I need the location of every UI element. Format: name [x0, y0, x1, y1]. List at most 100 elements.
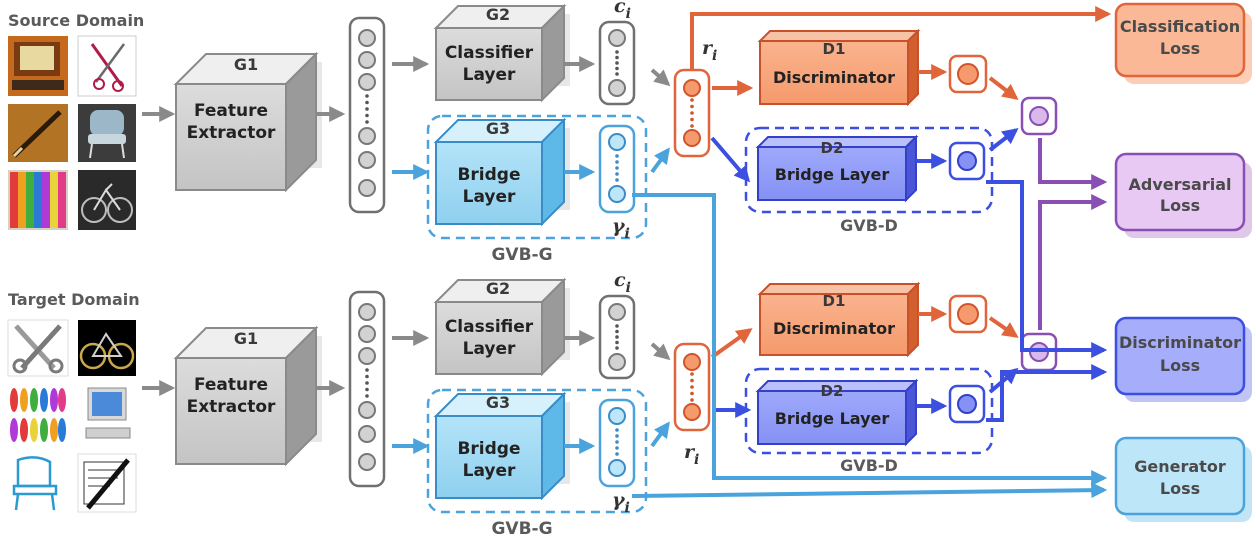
source-monitor-photo	[8, 36, 68, 96]
r-i-target-label: ri	[684, 441, 699, 468]
feature-column-target	[348, 290, 386, 488]
gvb-d-target-label: GVB-D	[840, 456, 898, 475]
gamma-i-target-label: γi	[612, 489, 630, 516]
adversarial-loss-box: Adversarial Loss	[1114, 152, 1252, 238]
d2-target-output	[948, 384, 986, 424]
source-bike-photo	[78, 170, 136, 230]
source-domain-title: Source Domain	[8, 11, 144, 30]
r-i-source-label-sub: i	[712, 48, 717, 64]
gamma-i-target-label-base: γ	[612, 489, 626, 511]
g2-source-block	[433, 3, 570, 103]
g1-source-tag: G1	[234, 55, 258, 74]
d2-source-label: Bridge Layer	[775, 165, 890, 184]
target-image-grid	[7, 319, 137, 513]
discriminator-loss-line1: Discriminator	[1119, 333, 1241, 352]
d1-target-block: D1 Discriminator	[757, 281, 921, 358]
g1-source-line1: Feature	[194, 101, 268, 121]
gvb-g-source-border	[426, 114, 648, 240]
g3-source-line1: Bridge	[457, 165, 520, 185]
gamma-column-target	[598, 398, 636, 488]
gamma-i-target-label-sub: i	[625, 500, 630, 516]
g3-source-tag: G3	[486, 119, 510, 138]
g2-target-line1: Classifier	[445, 317, 534, 337]
r-i-target-label-sub: i	[694, 452, 699, 468]
d2-source-output	[948, 141, 986, 181]
d2-target-tag: D2	[821, 382, 844, 400]
g1-target-line2: Extractor	[187, 397, 276, 417]
classification-loss-line1: Classification	[1120, 17, 1240, 36]
g3-source-block	[433, 117, 570, 227]
d1-target-tag: D1	[823, 292, 846, 310]
c-i-target-label-sub: i	[626, 280, 631, 296]
classification-loss-line2: Loss	[1160, 39, 1200, 58]
discriminator-loss-box: Discriminator Loss	[1114, 316, 1252, 402]
c-column-source	[598, 20, 636, 106]
generator-loss-line2: Loss	[1160, 479, 1200, 498]
c-i-source-label: ci	[614, 0, 631, 22]
gvb-g-target-border	[426, 388, 648, 514]
c-i-source-label-base: c	[614, 0, 626, 17]
g2-source-line1: Classifier	[445, 43, 534, 63]
g2-target-tag: G2	[486, 279, 510, 298]
d2-source-tag: D2	[821, 139, 844, 157]
gamma-column-source	[598, 124, 636, 214]
gamma-i-source-label-base: γ	[612, 215, 626, 237]
target-pins-clipart	[8, 384, 68, 446]
gvb-g-source-label: GVB-G	[491, 245, 552, 265]
d1-target-output	[948, 294, 988, 334]
g1-source-line2: Extractor	[187, 123, 276, 143]
source-pen-photo	[8, 104, 68, 162]
d2-target-label: Bridge Layer	[775, 409, 890, 428]
target-pen-clipart	[77, 453, 137, 513]
gvb-g-target-label: GVB-G	[491, 519, 552, 539]
g3-target-block	[433, 391, 570, 501]
target-monitor-clipart	[78, 384, 136, 446]
r-i-source-label-base: r	[702, 37, 714, 59]
target-bike-clipart	[78, 320, 136, 376]
adversarial-loss-line2: Loss	[1160, 196, 1200, 215]
source-scissors-photo	[77, 35, 137, 97]
r-i-target-label-base: r	[684, 441, 696, 463]
source-image-grid	[8, 35, 137, 230]
gvb-d-source-label: GVB-D	[840, 216, 898, 235]
d1-source-tag: D1	[823, 40, 846, 58]
generator-loss-box: Generator Loss	[1114, 436, 1252, 522]
c-column-target	[598, 294, 636, 380]
d1-source-block: D1 Discriminator	[757, 28, 921, 107]
g3-target-line2: Layer	[463, 461, 516, 481]
g1-target-line1: Feature	[194, 375, 268, 395]
g1-target-block	[173, 325, 322, 467]
gamma-i-source-label: γi	[612, 215, 630, 242]
c-i-target-label: ci	[614, 269, 631, 296]
d1-target-label: Discriminator	[773, 319, 895, 338]
g2-source-line2: Layer	[463, 65, 516, 85]
g3-target-line1: Bridge	[457, 439, 520, 459]
target-domain-title: Target Domain	[8, 290, 140, 309]
target-chair-clipart	[8, 454, 68, 512]
g2-target-block	[433, 277, 570, 377]
g1-target-tag: G1	[234, 329, 258, 348]
right-arrows	[631, 6, 1112, 499]
feature-column-source	[348, 16, 386, 214]
adversarial-loss-line1: Adversarial	[1129, 175, 1232, 194]
d1-source-label: Discriminator	[773, 68, 895, 87]
r-column-target	[673, 342, 711, 432]
c-i-source-label-sub: i	[626, 6, 631, 22]
g1-source-block	[173, 51, 322, 193]
source-chair-photo	[78, 104, 136, 162]
r-i-source-label: ri	[702, 37, 717, 64]
g3-source-line2: Layer	[463, 187, 516, 207]
discriminator-loss-line2: Loss	[1160, 356, 1200, 375]
c-i-target-label-base: c	[614, 269, 626, 291]
classification-loss-box: Classification Loss	[1114, 2, 1252, 84]
g2-source-tag: G2	[486, 5, 510, 24]
r-column-source	[673, 68, 711, 158]
target-scissors-clipart	[7, 319, 69, 377]
g2-target-line2: Layer	[463, 339, 516, 359]
generator-loss-line1: Generator	[1134, 457, 1226, 476]
g3-target-tag: G3	[486, 393, 510, 412]
purple-mixer-source	[1020, 96, 1058, 136]
source-pins-photo	[8, 170, 68, 230]
gamma-i-source-label-sub: i	[625, 226, 630, 242]
